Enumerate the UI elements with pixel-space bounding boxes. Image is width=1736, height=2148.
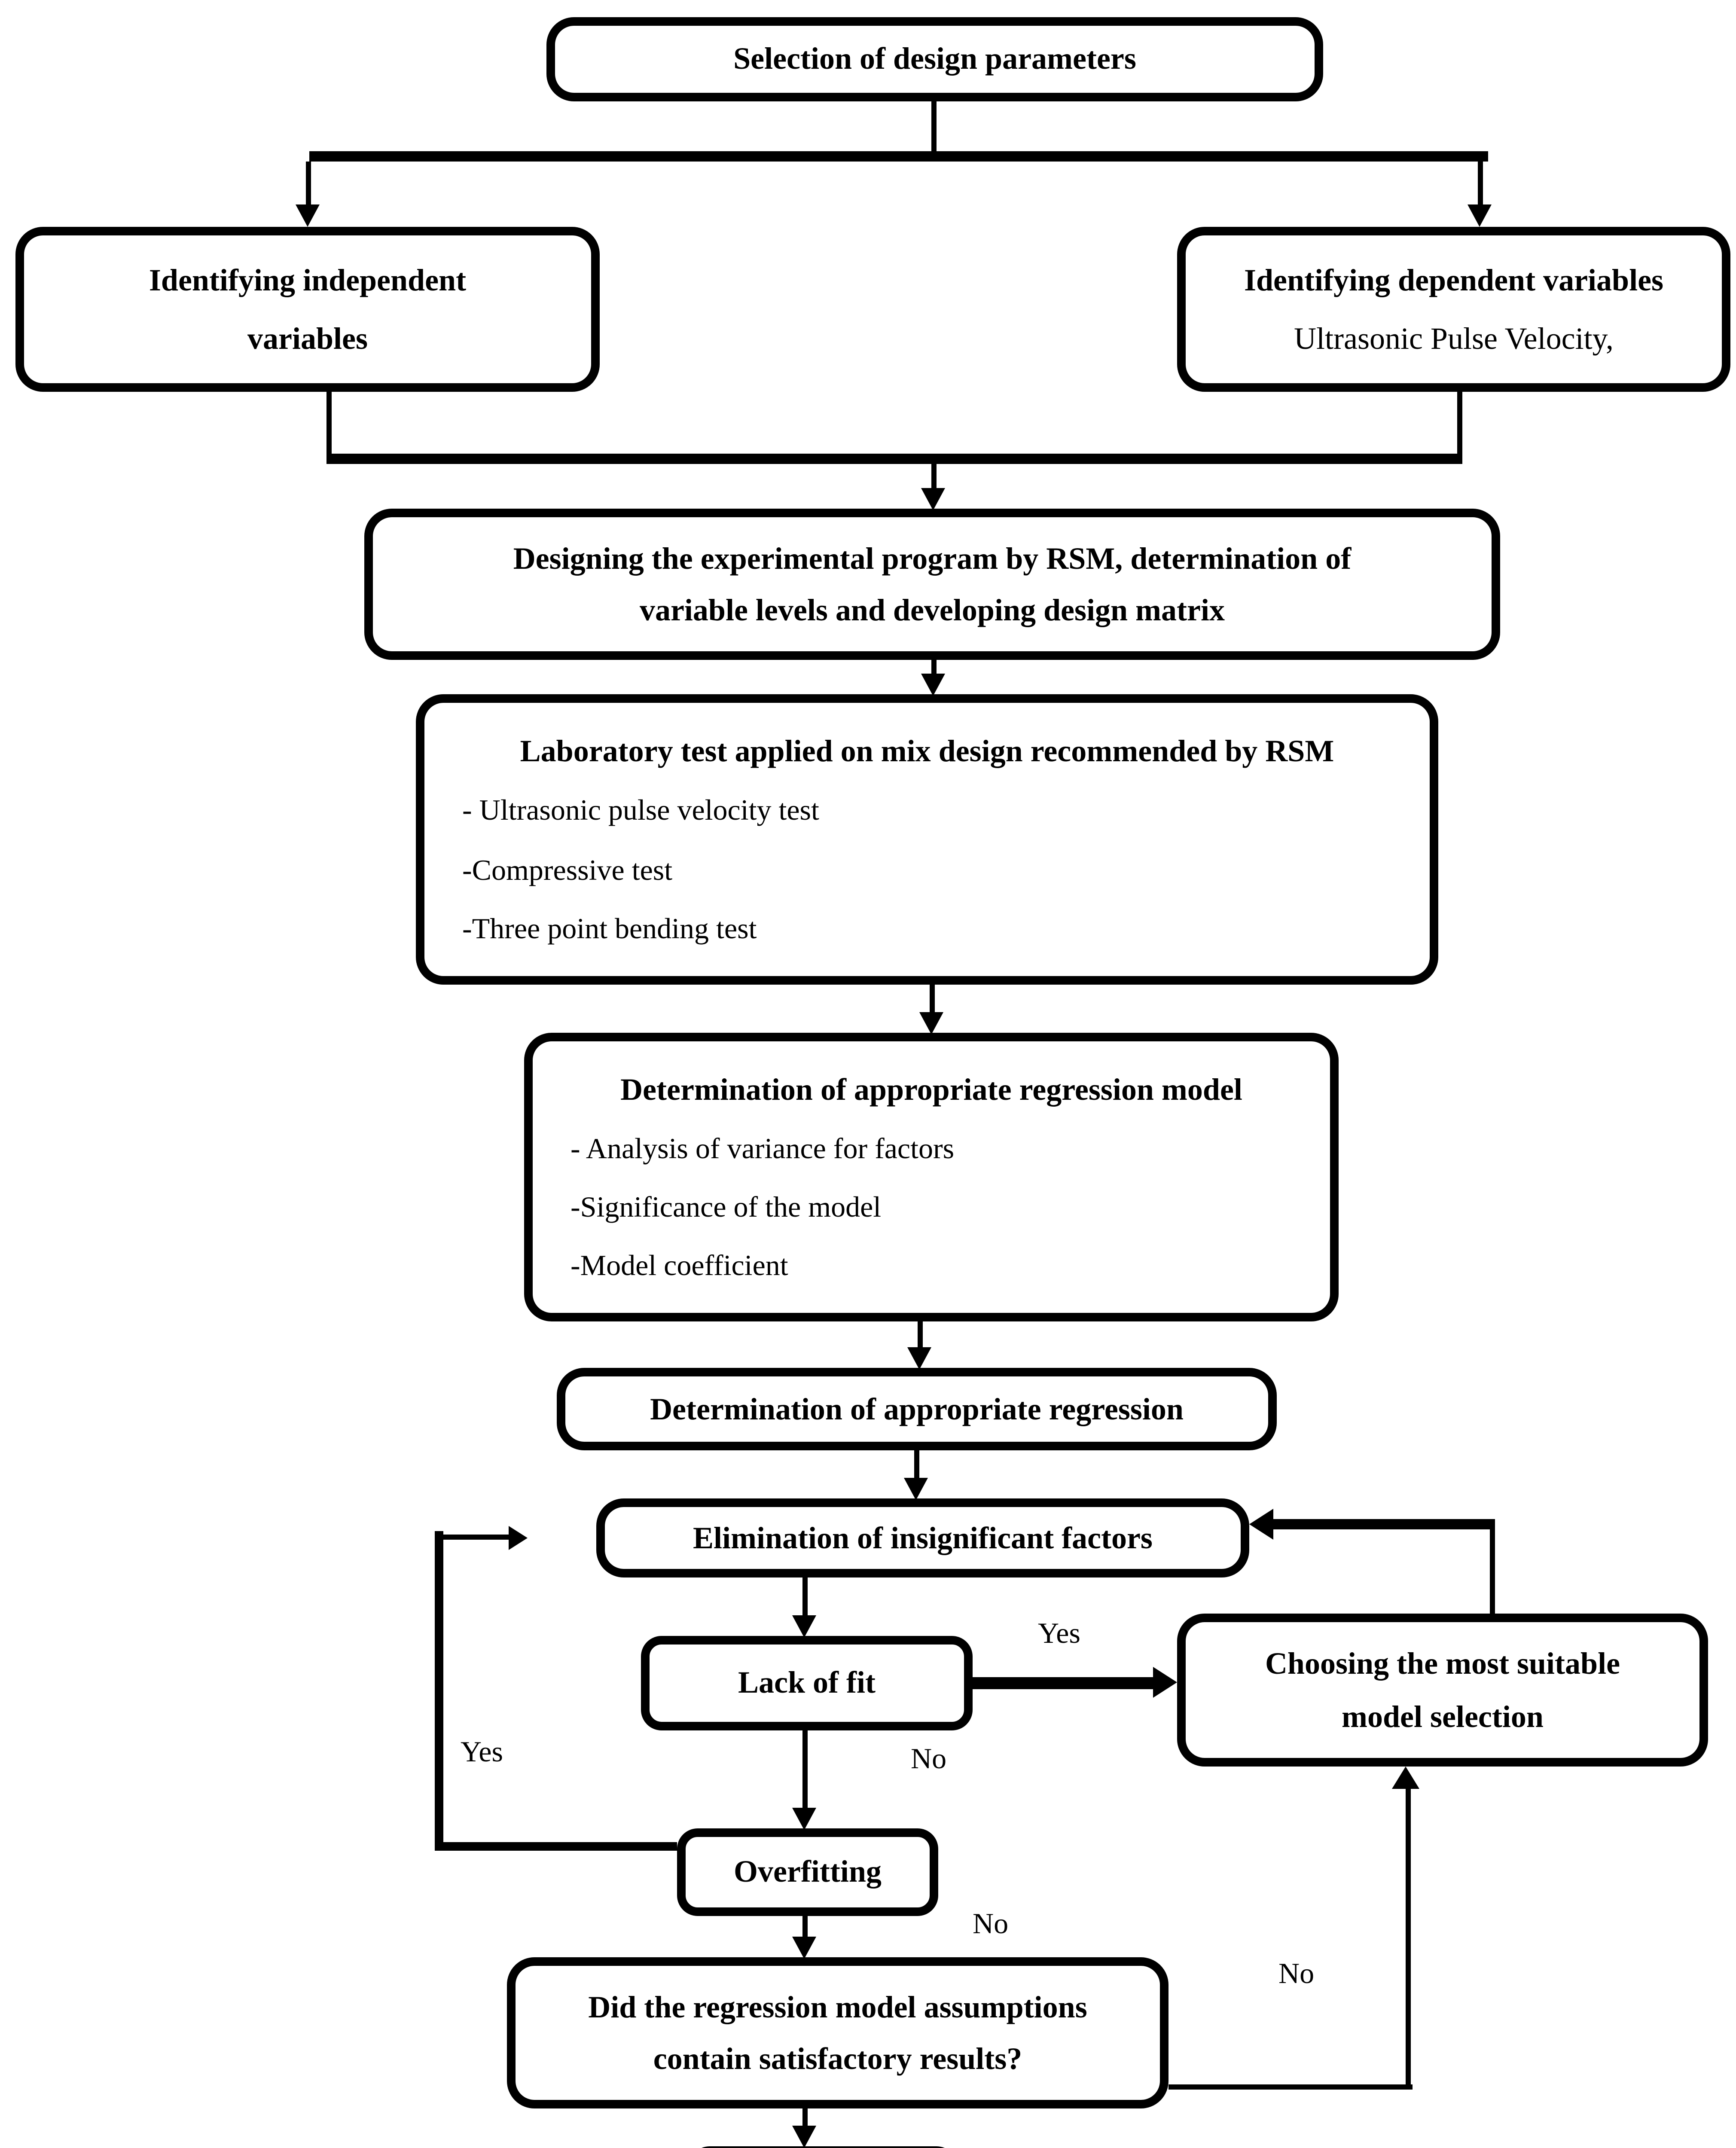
node-selection: Selection of design parameters xyxy=(546,17,1323,101)
node-designing-line1: Designing the experimental program by RS… xyxy=(513,540,1352,575)
node-identifying-dependent: Identifying dependent variables Ultrason… xyxy=(1177,227,1730,392)
node-assumptions: Did the regression model assumptions con… xyxy=(507,1957,1169,2108)
edge-label-lack-of-fit-yes: Yes xyxy=(1038,1617,1080,1650)
edge-merge-stem xyxy=(931,464,937,490)
arrowhead-into-dependent xyxy=(1468,204,1492,227)
node-assumptions-line2: contain satisfactory results? xyxy=(653,2042,1022,2077)
node-elimination-title: Elimination of insignificant factors xyxy=(693,1520,1153,1555)
edge-regression-elimination xyxy=(914,1450,919,1480)
node-choosing-line2: model selection xyxy=(1342,1699,1544,1734)
arrowhead-into-regression xyxy=(907,1347,931,1370)
node-lack-of-fit: Lack of fit xyxy=(641,1636,973,1730)
edge-split-bar xyxy=(309,151,1488,162)
node-designing: Designing the experimental program by RS… xyxy=(364,509,1500,660)
node-designing-line2: variable levels and developing design ma… xyxy=(639,593,1225,628)
node-identifying-independent: Identifying independent variables xyxy=(15,227,600,392)
edge-choosing-to-elimination xyxy=(1270,1519,1495,1529)
arrowhead-into-lack-of-fit xyxy=(792,1615,816,1638)
edge-assumptions-no-riser xyxy=(1406,1787,1411,2090)
node-laboratory-item-1: - Ultrasonic pulse velocity test xyxy=(462,794,819,827)
node-overfitting-title: Overfitting xyxy=(734,1855,882,1889)
node-regression-model-item-3: -Model coefficient xyxy=(571,1249,788,1282)
edge-overfitting-no xyxy=(802,1916,808,1938)
node-lack-of-fit-title: Lack of fit xyxy=(738,1666,876,1700)
edge-lack-of-fit-yes xyxy=(973,1677,1156,1689)
node-selection-title: Selection of design parameters xyxy=(733,42,1136,76)
edge-dependent-drop xyxy=(1457,392,1462,457)
node-regression-title: Determination of appropriate regression xyxy=(650,1391,1184,1426)
node-choosing-line1: Choosing the most suitable xyxy=(1265,1646,1620,1681)
edge-label-overfitting-no: No xyxy=(973,1907,1009,1940)
edge-merge-bar xyxy=(326,454,1462,464)
node-regression-model-item-2: -Significance of the model xyxy=(571,1191,882,1224)
edge-elimination-lack-of-fit xyxy=(802,1577,808,1617)
node-overfitting: Overfitting xyxy=(677,1828,938,1916)
node-regression-model-item-1: - Analysis of variance for factors xyxy=(571,1132,955,1166)
node-laboratory-title: Laboratory test applied on mix design re… xyxy=(520,734,1334,769)
node-laboratory-item-2: -Compressive test xyxy=(462,853,673,886)
node-assumptions-line1: Did the regression model assumptions xyxy=(588,1989,1087,2024)
edge-choosing-top-riser xyxy=(1490,1519,1495,1614)
arrowhead-toward-elimination-left xyxy=(509,1526,528,1550)
node-dependent-subtitle: Ultrasonic Pulse Velocity, xyxy=(1294,320,1614,355)
edge-laboratory-regression-model xyxy=(930,985,935,1014)
edge-lack-of-fit-no xyxy=(802,1730,808,1809)
edge-overfitting-yes-horizontal xyxy=(435,1842,677,1851)
node-dependent-title: Identifying dependent variables xyxy=(1244,263,1664,298)
edge-selection-stem xyxy=(931,101,937,153)
node-independent-line2: variables xyxy=(247,320,368,355)
node-elimination: Elimination of insignificant factors xyxy=(596,1498,1249,1577)
edge-assumptions-no-horizontal xyxy=(1169,2084,1413,2090)
edge-split-right-drop xyxy=(1478,162,1483,208)
arrowhead-into-elimination xyxy=(904,1478,928,1500)
edge-regression-model-regression xyxy=(918,1321,923,1349)
edge-designing-laboratory xyxy=(931,660,937,675)
node-choosing: Choosing the most suitable model selecti… xyxy=(1177,1614,1708,1767)
arrowhead-into-final-model xyxy=(792,2126,816,2148)
arrowhead-into-elimination-right xyxy=(1249,1509,1273,1540)
arrowhead-into-choosing-bottom xyxy=(1392,1767,1419,1789)
arrowhead-into-laboratory xyxy=(921,674,945,696)
arrowhead-into-assumptions xyxy=(792,1937,816,1959)
edge-label-lack-of-fit-no: No xyxy=(911,1742,947,1775)
arrowhead-into-independent xyxy=(296,204,320,227)
edge-split-left-drop xyxy=(306,162,311,208)
node-independent-line1: Identifying independent xyxy=(149,263,467,298)
arrowhead-into-choosing-left xyxy=(1153,1667,1177,1698)
edge-overfitting-yes-riser xyxy=(435,1531,443,1851)
edge-assumptions-final xyxy=(802,2108,808,2127)
arrowhead-into-overfitting xyxy=(792,1808,816,1830)
edge-overfitting-yes-top xyxy=(443,1535,509,1540)
node-regression: Determination of appropriate regression xyxy=(557,1368,1277,1450)
edge-independent-drop xyxy=(326,392,332,457)
node-laboratory: Laboratory test applied on mix design re… xyxy=(416,694,1438,985)
node-regression-model: Determination of appropriate regression … xyxy=(524,1033,1339,1321)
arrowhead-into-designing xyxy=(921,488,945,510)
node-laboratory-item-3: -Three point bending test xyxy=(462,912,757,945)
node-final-model: Final model xyxy=(689,2146,957,2148)
edge-label-overfitting-yes: Yes xyxy=(461,1736,503,1768)
arrowhead-into-regression-model xyxy=(919,1012,943,1034)
edge-label-assumptions-no: No xyxy=(1278,1957,1315,1990)
node-regression-model-title: Determination of appropriate regression … xyxy=(620,1072,1242,1107)
